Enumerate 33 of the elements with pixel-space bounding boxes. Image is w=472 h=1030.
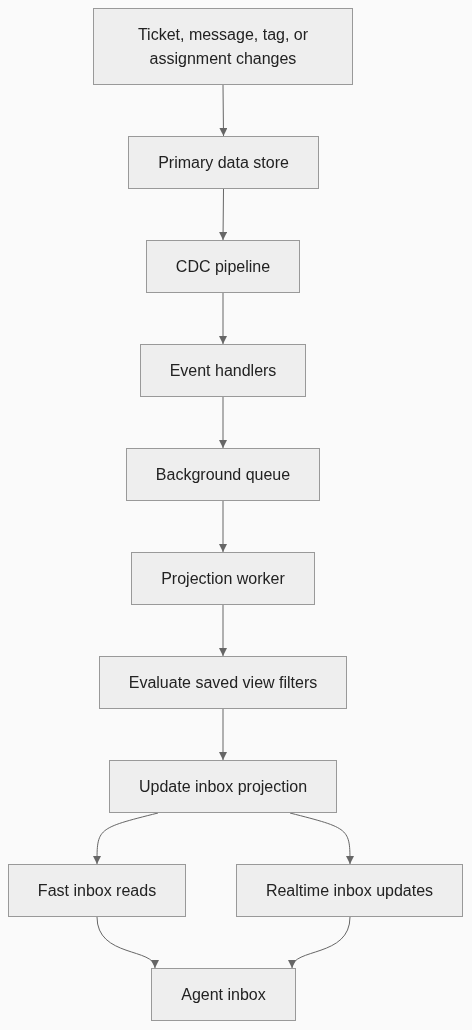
box-label: Primary data store xyxy=(158,152,289,173)
arrow xyxy=(219,188,228,241)
process-box xyxy=(151,968,296,1021)
arrow xyxy=(219,604,227,657)
box-label: Evaluate saved view filters xyxy=(128,672,318,693)
box-label: Update inbox projection xyxy=(138,776,308,797)
process-box xyxy=(146,240,300,293)
process-box xyxy=(8,864,186,917)
arrow xyxy=(96,916,157,969)
box-label: Fast inbox reads xyxy=(37,880,157,901)
process-box xyxy=(236,864,463,917)
arrow xyxy=(93,812,159,865)
arrow xyxy=(289,812,354,865)
arrow xyxy=(219,500,227,553)
process-box xyxy=(140,344,306,397)
box-label: Projection worker xyxy=(161,568,285,589)
process-box xyxy=(131,552,315,605)
arrow xyxy=(219,292,227,345)
arrow xyxy=(219,708,227,761)
box-label: Event handlers xyxy=(169,360,277,381)
arrow xyxy=(290,916,351,969)
process-box xyxy=(128,136,319,189)
process-box xyxy=(126,448,320,501)
arrow xyxy=(219,396,227,449)
arrow xyxy=(219,84,228,137)
box-label: Realtime inbox updates xyxy=(265,880,434,901)
process-box xyxy=(99,656,347,709)
process-box xyxy=(109,760,337,813)
box-label: Ticket, message, tag, or assignment changes xyxy=(136,24,310,69)
box-label: Agent inbox xyxy=(181,984,266,1005)
process-box xyxy=(93,8,353,85)
box-label: Background queue xyxy=(155,464,291,485)
box-label: CDC pipeline xyxy=(175,256,271,277)
